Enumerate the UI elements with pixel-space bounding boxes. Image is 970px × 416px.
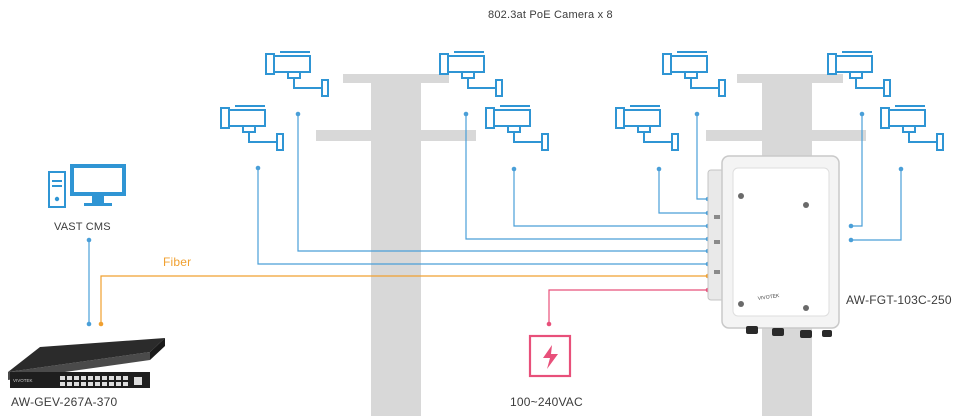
camera-icon	[439, 51, 503, 97]
fiber-switch-box-icon: VIVOTEK	[707, 155, 840, 338]
ethernet-line-endpoints	[86, 111, 904, 327]
pole-left	[316, 74, 476, 416]
camera-icon	[485, 105, 549, 151]
switch-model-label: AW-GEV-267A-370	[11, 395, 118, 409]
camera-icon	[662, 51, 726, 97]
ethernet-lines	[88, 114, 902, 324]
svg-text:VIVOTEK: VIVOTEK	[757, 293, 780, 302]
camera-icon	[615, 105, 679, 151]
power-outlet-icon	[528, 334, 572, 378]
fiber-switch-model-label: AW-FGT-103C-250	[846, 293, 952, 307]
svg-text:VIVOTEK: VIVOTEK	[13, 378, 33, 383]
power-line	[546, 287, 711, 327]
computer-icon	[48, 164, 126, 208]
network-switch-icon: VIVOTEK	[8, 338, 165, 388]
diagram-title: 802.3at PoE Camera x 8	[488, 9, 613, 21]
camera-icon	[265, 51, 329, 97]
power-label: 100~240VAC	[510, 395, 583, 409]
camera-icon	[220, 105, 284, 151]
vast-cms-label: VAST CMS	[54, 221, 111, 233]
fiber-label: Fiber	[163, 255, 192, 269]
camera-icon	[880, 105, 944, 151]
